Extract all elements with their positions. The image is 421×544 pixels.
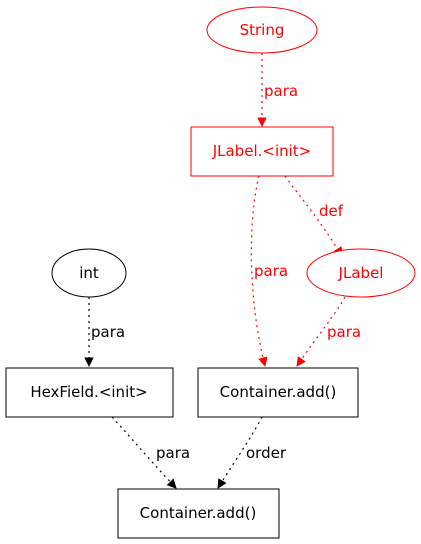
edge-label-order: order [246,444,287,462]
edge-label-def: def [319,202,344,220]
node-jlabel-init: JLabel.<init> [190,126,334,177]
edge-jlabel-init-to-jlabel: def [284,175,344,257]
edge-label-para: para [91,323,125,341]
edge-label-para: para [156,444,190,462]
node-string: String [206,6,318,54]
node-label-hexfield-init: HexField.<init> [30,383,147,401]
edge-label-para: para [327,323,361,341]
node-label-jlabel-init: JLabel.<init> [212,142,312,160]
edge-container-add-1-to-container-add-2: order [217,416,287,489]
node-label-string: String [240,21,285,39]
edge-hexfield-init-to-container-add-2: para [111,416,190,489]
node-container-add-1: Container.add() [197,367,359,418]
edge-label-para: para [254,262,288,280]
node-label-container-add-1: Container.add() [220,383,337,401]
node-label-container-add-2: Container.add() [140,504,257,522]
edge-jlabel-to-container-add-1: para [296,296,361,367]
node-jlabel: JLabel [306,248,416,298]
edge-int-to-hexfield-init: para [84,297,125,367]
node-container-add-2: Container.add() [117,488,280,539]
node-int: int [51,248,127,298]
edge-jlabel-init-to-container-add-1: para [250,175,288,367]
node-label-int: int [79,264,99,282]
edge-label-para: para [264,82,298,100]
node-hexfield-init: HexField.<init> [5,367,174,418]
node-label-jlabel: JLabel [338,264,384,282]
edge-string-to-jlabel-init: para [257,53,298,127]
